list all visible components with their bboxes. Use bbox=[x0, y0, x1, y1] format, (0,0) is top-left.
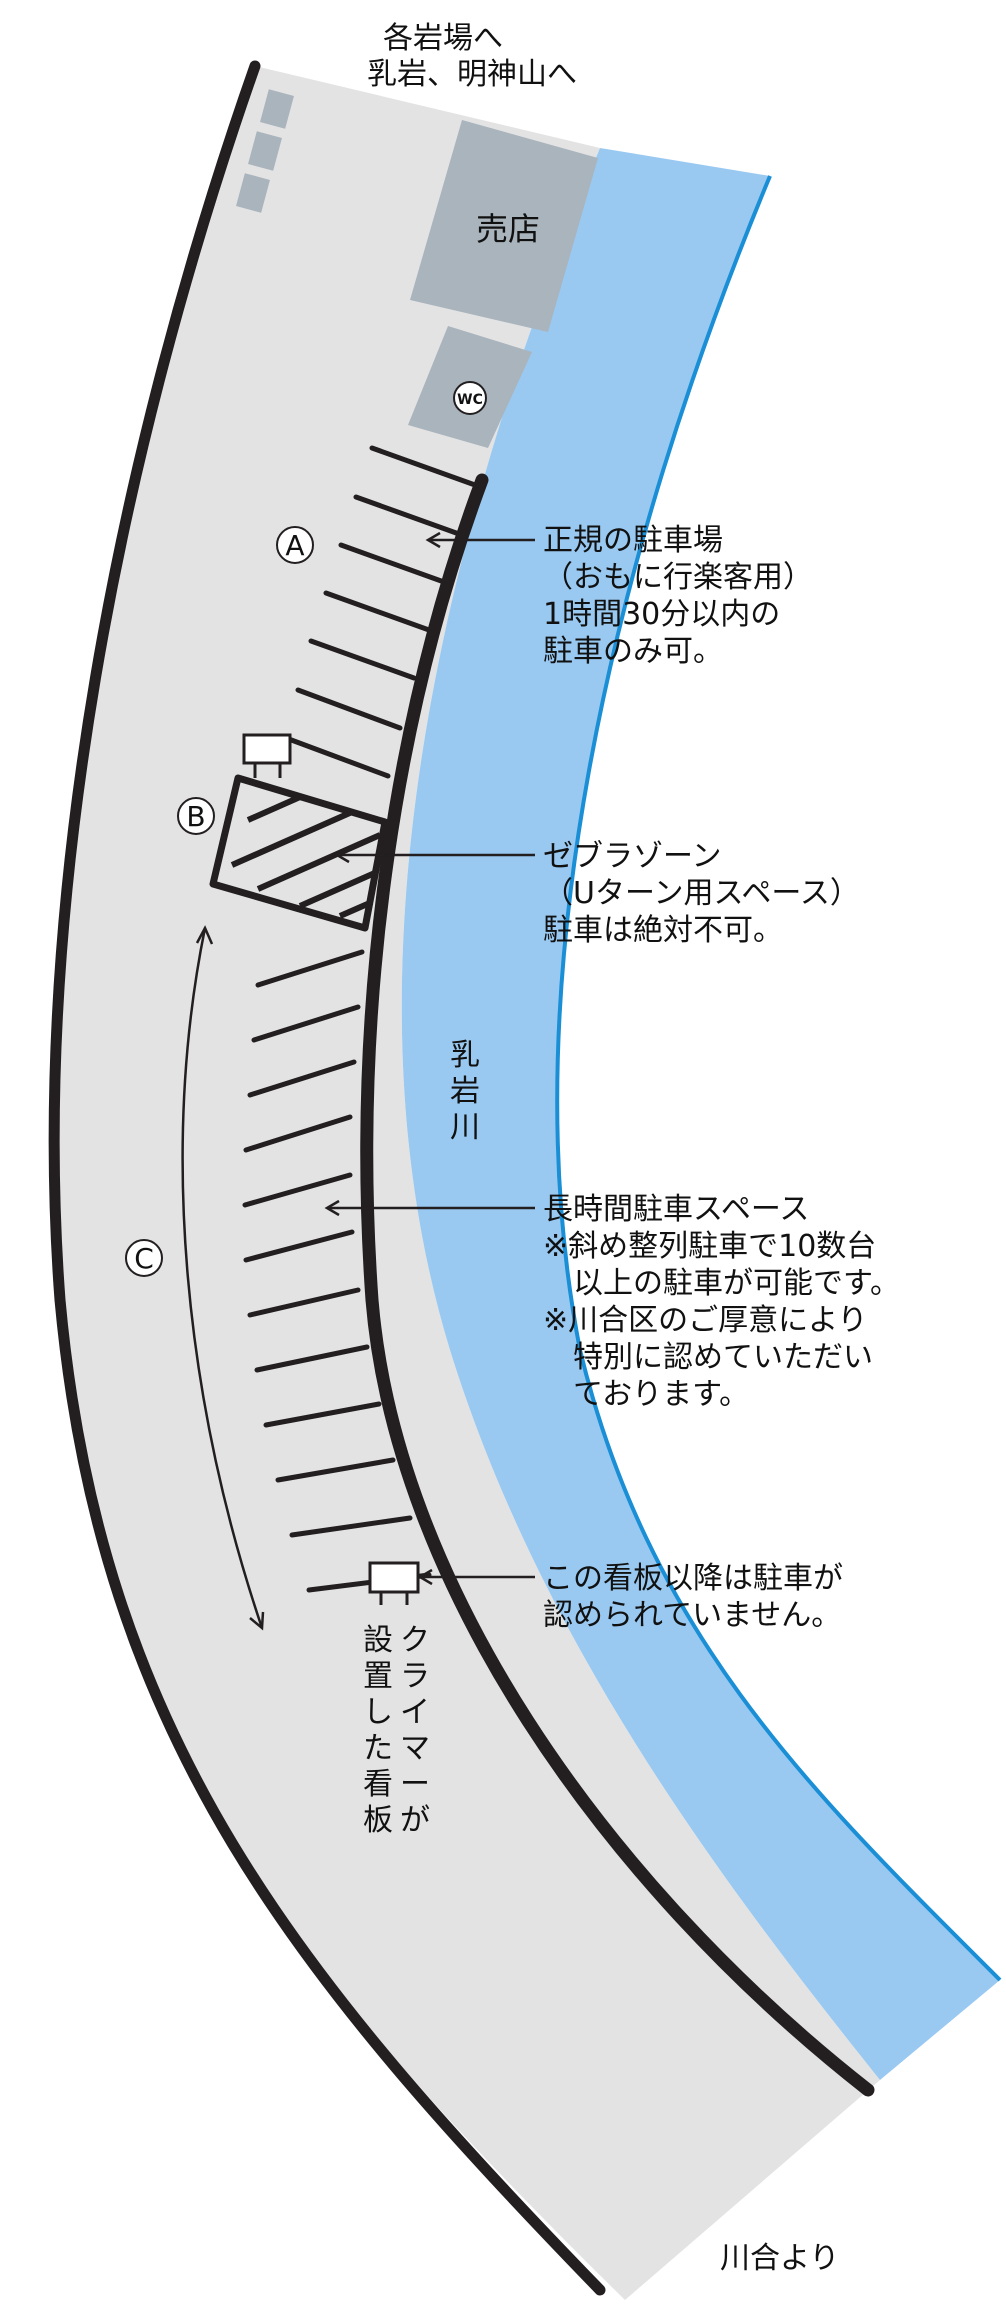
note-regular-parking: 正規の駐車場 （おもに行楽客用） 1時間30分以内の 駐車のみ可。 bbox=[543, 523, 813, 669]
note-text-line: （おもに行楽客用） bbox=[543, 560, 813, 595]
note-text-line: 駐車は絶対不可。 bbox=[543, 913, 783, 948]
note-text-line: ゼブラゾーン bbox=[543, 839, 722, 874]
note-text-line: ております。 bbox=[543, 1377, 749, 1412]
zone-a-marker: A bbox=[276, 526, 314, 564]
caption-char: が bbox=[400, 1803, 430, 1838]
shop-building bbox=[410, 120, 598, 332]
caption-char: し bbox=[363, 1695, 393, 1730]
caption-char: 設 bbox=[363, 1623, 393, 1658]
parking-stall-lines-a bbox=[283, 445, 478, 779]
river-name-char-2: 岩 bbox=[450, 1074, 480, 1109]
note-text-line: 長時間駐車スペース bbox=[543, 1192, 809, 1227]
sign-caption: ク ラ イ マ ー が 設 置 し た 看 板 bbox=[363, 1623, 430, 1838]
note-text-line: この看板以降は駐車が bbox=[543, 1561, 843, 1596]
note-text-line: ※斜め整列駐車で10数台 bbox=[543, 1229, 876, 1264]
destination-line-2: 乳岩、明神山へ bbox=[367, 57, 577, 92]
signboard-zone-b bbox=[242, 733, 292, 778]
caption-char: マ bbox=[400, 1731, 430, 1766]
caption-char: イ bbox=[400, 1695, 430, 1730]
road-surface bbox=[54, 66, 881, 2300]
shop-label: 売店 bbox=[476, 210, 540, 248]
note-text-line: ※川合区のご厚意により bbox=[543, 1303, 868, 1338]
toilet-label: WC bbox=[457, 392, 483, 408]
caption-char: ー bbox=[400, 1767, 430, 1802]
caption-char: ク bbox=[400, 1623, 430, 1658]
note-text-line: （Uターン用スペース） bbox=[543, 876, 860, 911]
small-structure bbox=[248, 131, 282, 171]
road-west-edge bbox=[48, 60, 606, 2296]
caption-char: 置 bbox=[363, 1659, 393, 1694]
callout-arrows bbox=[324, 531, 535, 1586]
note-text-line: 1時間30分以内の bbox=[543, 597, 780, 632]
caption-char: 板 bbox=[363, 1803, 393, 1838]
note-text-line: 認められていません。 bbox=[543, 1598, 841, 1633]
note-text-line: 以上の駐車が可能です。 bbox=[543, 1266, 900, 1301]
destination-line-1: 各岩場へ bbox=[383, 21, 503, 56]
caption-char: ラ bbox=[400, 1659, 430, 1694]
small-structure bbox=[236, 173, 270, 213]
river-east-bank bbox=[555, 175, 1002, 1982]
road-east-edge-riverbank bbox=[360, 473, 875, 2097]
small-structure bbox=[260, 89, 294, 129]
note-text-line: 特別に認めていただい bbox=[543, 1340, 873, 1375]
note-sign-limit: この看板以降は駐車が 認められていません。 bbox=[543, 1561, 843, 1633]
zone-c-marker: C bbox=[125, 1239, 163, 1277]
river-area bbox=[401, 148, 1000, 2080]
note-long-term-parking: 長時間駐車スペース ※斜め整列駐車で10数台 以上の駐車が可能です。 ※川合区の… bbox=[543, 1192, 900, 1412]
toilet-icon bbox=[453, 381, 487, 415]
caption-char: た bbox=[363, 1731, 393, 1766]
zone-b-marker: B bbox=[177, 797, 215, 835]
signboard-climber bbox=[368, 1561, 420, 1605]
caption-char: 看 bbox=[363, 1767, 393, 1802]
note-text-line: 正規の駐車場 bbox=[543, 523, 723, 558]
zone-c-label: C bbox=[134, 1242, 154, 1275]
zone-a-label: A bbox=[285, 529, 304, 562]
note-text-line: 駐車のみ可。 bbox=[543, 634, 723, 669]
river-name-char-1: 乳 bbox=[450, 1038, 480, 1073]
note-zebra-zone: ゼブラゾーン （Uターン用スペース） 駐車は絶対不可。 bbox=[543, 839, 860, 948]
zone-b-label: B bbox=[186, 800, 205, 833]
river-name-char-3: 川 bbox=[450, 1110, 480, 1145]
zone-c-extent-arrow bbox=[181, 925, 265, 1631]
zebra-zone bbox=[209, 774, 389, 932]
origin-label: 川合より bbox=[720, 2241, 839, 2276]
